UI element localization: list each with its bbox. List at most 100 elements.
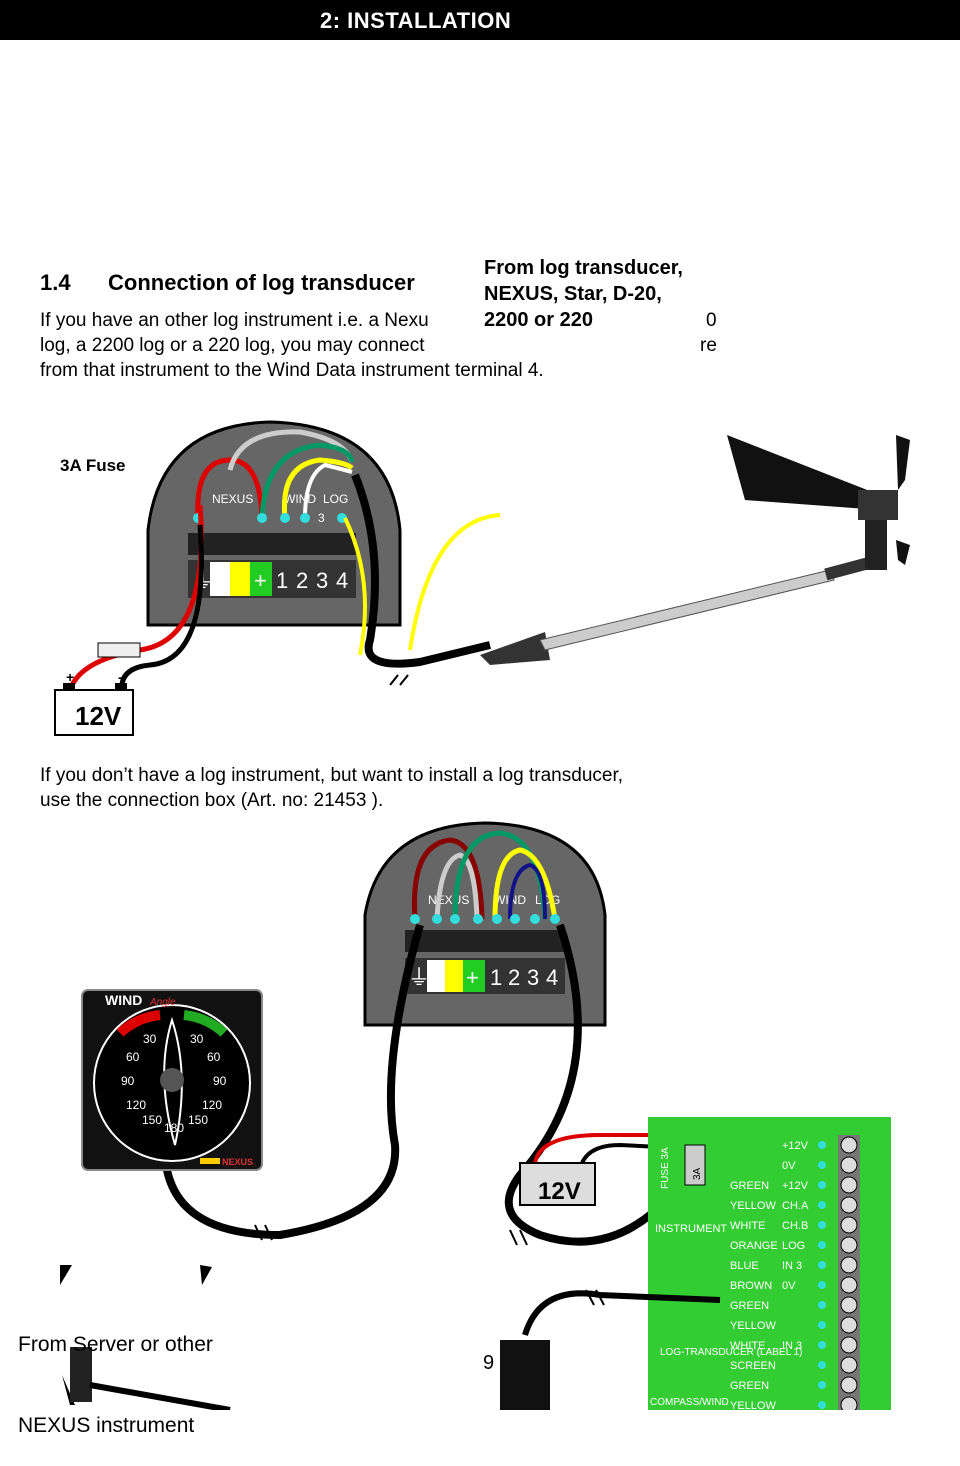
- box-label-wind: WIND: [284, 492, 316, 506]
- wire-red: [195, 457, 265, 519]
- junction-screw: [840, 1156, 858, 1174]
- sensor-cable: [351, 473, 491, 668]
- junction-row-label: CH.B: [782, 1220, 808, 1232]
- junction-row-color: BLUE: [730, 1260, 759, 1272]
- junction-screw: [840, 1196, 858, 1214]
- junction-screw: [840, 1376, 858, 1394]
- fuse-label: 3A Fuse: [60, 456, 126, 475]
- junction-pin: [818, 1261, 826, 1269]
- box-label-log-num: 3: [318, 511, 325, 525]
- junction-row-label: 0V: [782, 1280, 796, 1292]
- callout-log-transducer: From log transducer, NEXUS, Star, D-20, …: [484, 255, 691, 333]
- junction-row-color: YELLOW: [730, 1400, 776, 1410]
- junction-pin: [818, 1201, 826, 1209]
- plus-symbol: +: [254, 568, 267, 593]
- junction-row-color: GREEN: [730, 1300, 769, 1312]
- wind-vane: [727, 435, 880, 510]
- intro-line-3: from that instrument to the Wind Data in…: [40, 360, 544, 381]
- page-number: 9: [483, 1352, 495, 1374]
- junction-row-label: IN 3: [782, 1340, 802, 1352]
- scale-90-right: 90: [213, 1074, 227, 1088]
- junction-screw: [840, 1296, 858, 1314]
- junction-row-color: WHITE: [730, 1220, 765, 1232]
- scale-150-right: 150: [188, 1113, 208, 1127]
- from-server-line-2: NEXUS instrument: [18, 1414, 195, 1437]
- scale-120-right: 120: [202, 1098, 222, 1112]
- junction-screw: [840, 1356, 858, 1374]
- terminal-3: 3: [316, 568, 328, 593]
- svg-text:+: +: [66, 669, 74, 685]
- junction-row-color: GREEN: [730, 1380, 769, 1392]
- junction-pin: [818, 1281, 826, 1289]
- header-title: 2: INSTALLATION: [320, 8, 512, 33]
- wire-white-2: [303, 462, 353, 519]
- page-header: 2: INSTALLATION: [0, 0, 960, 40]
- scale-120-left: 120: [126, 1098, 146, 1112]
- battery: [54, 689, 134, 736]
- mast-arm: [539, 569, 835, 651]
- box-label-nexus: NEXUS: [212, 492, 253, 506]
- junction-row-color: ORANGE: [730, 1240, 778, 1252]
- battery-2: [519, 1162, 596, 1206]
- section-number: 1.4: [40, 270, 71, 295]
- junction-pin: [818, 1241, 826, 1249]
- wire-yellow: [281, 457, 354, 519]
- wiring-diagram-2: ⏚ + 1 2 3 4 NEXUS WIND LOG WIND Angle 30…: [60, 821, 891, 1410]
- junction-pin: [818, 1361, 826, 1369]
- svg-text:⏚: ⏚: [408, 965, 430, 990]
- fuse: [97, 642, 141, 658]
- junction-pin: [818, 1161, 826, 1169]
- intro-tail-2: re: [700, 335, 717, 356]
- log-transducer-body: [500, 1340, 550, 1410]
- terminal-2: 2: [296, 568, 308, 593]
- junction-row-color: GREEN: [730, 1180, 769, 1192]
- junction-pin: [818, 1381, 826, 1389]
- mast-clamp: [480, 632, 550, 665]
- second-para-line-2: use the connection box (Art. no: 21453 )…: [40, 790, 384, 811]
- box2-label-nexus: NEXUS: [428, 893, 469, 907]
- callout-line-3: 2200 or 220: [484, 309, 593, 331]
- junction-screw: [840, 1176, 858, 1194]
- junction-screw: [840, 1256, 858, 1274]
- terminal-strip: [188, 533, 356, 555]
- junction-pin: [818, 1181, 826, 1189]
- junction-screw: [840, 1336, 858, 1354]
- junction-pin: [818, 1141, 826, 1149]
- section-heading: 1.4 Connection of log transducer: [40, 270, 415, 296]
- scale-30-left: 30: [143, 1032, 157, 1046]
- display-brand: WIND: [105, 992, 142, 1008]
- intro-line-2: log, a 2200 log or a 220 log, you may co…: [40, 335, 425, 356]
- cup-1: [896, 435, 910, 490]
- junction-row-label: +12V: [782, 1180, 809, 1192]
- box-label-log: LOG: [323, 492, 348, 506]
- junction-pin: [818, 1341, 826, 1349]
- junction-row-label: +12V: [782, 1140, 809, 1152]
- svg-text:-: -: [118, 669, 123, 685]
- junction-fuse-val: 3A: [692, 1167, 703, 1180]
- junction-row-label: LOG: [782, 1240, 805, 1252]
- cup-2: [896, 540, 910, 565]
- junction-row-label: IN 3: [782, 1260, 802, 1272]
- junction-cable: [504, 923, 721, 1246]
- section-title: Connection of log transducer: [108, 270, 415, 295]
- junction-screw: [840, 1136, 858, 1154]
- callout-line-2: NEXUS, Star, D-20,: [484, 283, 662, 305]
- junction-screw: [840, 1276, 858, 1294]
- junction-screw: [840, 1396, 858, 1410]
- junction-pin: [818, 1221, 826, 1229]
- junction-fuse: FUSE 3A: [660, 1147, 671, 1189]
- log-wire-yellow: [408, 513, 501, 651]
- scale-60-right: 60: [207, 1050, 221, 1064]
- box2-terminal-2: 2: [508, 965, 520, 990]
- second-para-line-1: If you don’t have a log instrument, but …: [40, 765, 624, 786]
- junction-pin: [818, 1401, 826, 1409]
- power-wire-black: [119, 524, 204, 691]
- scale-90-left: 90: [121, 1074, 135, 1088]
- display-cable: [161, 923, 424, 1240]
- junction-instrument: INSTRUMENT: [655, 1223, 727, 1235]
- svg-text:+: +: [466, 965, 479, 990]
- junction-screw: [840, 1236, 858, 1254]
- terminal-1: 1: [276, 568, 288, 593]
- intro-tail-1: 0: [706, 310, 717, 331]
- scale-150-left: 150: [142, 1113, 162, 1127]
